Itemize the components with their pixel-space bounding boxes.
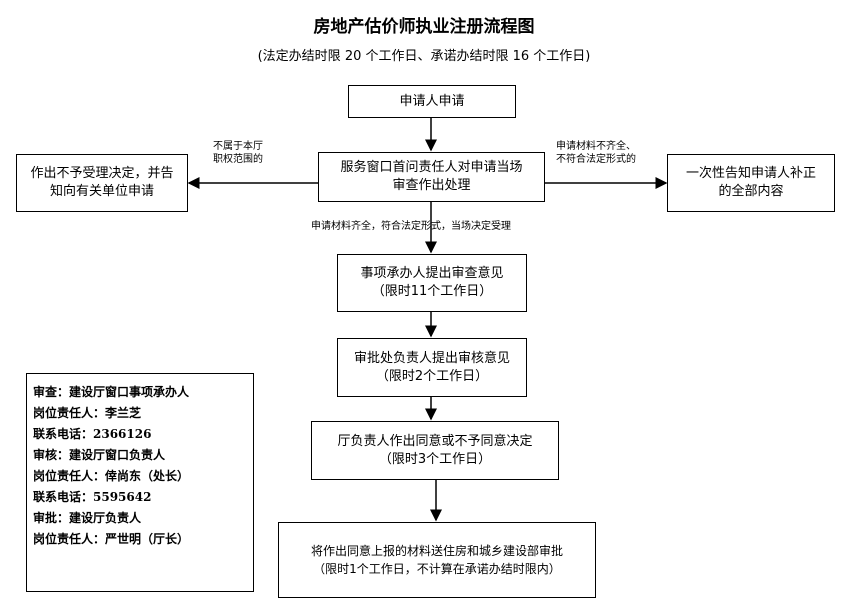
label-incomplete-line1: 申请材料不齐全、 [556, 141, 636, 152]
label-not-in-scope-line2: 职权范围的 [213, 154, 263, 165]
node-decide-line1: 厅负责人作出同意或不予同意决定 [337, 433, 533, 449]
node-window: 服务窗口首问责任人对申请当场 审查作出处理 [318, 152, 545, 202]
node-apply: 申请人申请 [348, 85, 516, 118]
node-audit-line1: 审批处负责人提出审核意见 [353, 350, 510, 366]
node-reject-line1: 作出不予受理决定，并告 [30, 166, 174, 181]
contact-line: 岗位责任人：李兰芝 [33, 406, 142, 420]
contact-line: 审核：建设厅窗口负责人 [33, 448, 166, 462]
node-review: 事项承办人提出审查意见 （限时11个工作日） [337, 254, 527, 312]
contact-line: 联系电话：5595642 [33, 490, 152, 504]
contact-line: 联系电话：2366126 [33, 427, 152, 441]
node-decide: 厅负责人作出同意或不予同意决定 （限时3个工作日） [311, 421, 559, 480]
label-accepted-text: 申请材料齐全，符合法定形式，当场决定受理 [311, 221, 511, 232]
label-not-in-scope-line1: 不属于本厅 [213, 141, 263, 152]
node-audit-line2: （限时2个工作日） [375, 368, 489, 384]
node-review-line1: 事项承办人提出审查意见 [360, 266, 504, 281]
page-subtitle: (法定办结时限 20 个工作日、承诺办结时限 16 个工作日) [257, 49, 591, 64]
contact-line: 岗位责任人：严世明（厅长） [33, 532, 190, 546]
label-incomplete: 申请材料不齐全、 不符合法定形式的 [556, 140, 636, 166]
contact-line: 审查：建设厅窗口事项承办人 [33, 385, 190, 399]
label-incomplete-line2: 不符合法定形式的 [556, 154, 636, 165]
contact-line: 岗位责任人：倖尚东（处长） [33, 469, 190, 483]
node-supplement-line2: 的全部内容 [718, 184, 784, 199]
node-audit: 审批处负责人提出审核意见 （限时2个工作日） [337, 338, 527, 397]
page-title: 房地产估价师执业注册流程图 [313, 17, 535, 37]
label-not-in-scope: 不属于本厅 职权范围的 [213, 140, 263, 166]
label-accepted: 申请材料齐全，符合法定形式，当场决定受理 [311, 220, 511, 233]
node-reject: 作出不予受理决定，并告 知向有关单位申请 [16, 154, 188, 212]
node-submit-line1: 将作出同意上报的材料送住房和城乡建设部审批 [310, 544, 563, 558]
contact-line: 审批：建设厅负责人 [33, 511, 142, 525]
node-supplement: 一次性告知申请人补正 的全部内容 [667, 154, 835, 212]
node-submit-line2: （限时1个工作日，不计算在承诺办结时限内） [313, 562, 561, 576]
node-reject-line2: 知向有关单位申请 [49, 184, 154, 199]
node-submit: 将作出同意上报的材料送住房和城乡建设部审批 （限时1个工作日，不计算在承诺办结时… [278, 522, 596, 598]
node-decide-line2: （限时3个工作日） [378, 451, 492, 467]
node-review-line2: （限时11个工作日） [371, 284, 493, 299]
node-apply-text: 申请人申请 [399, 93, 465, 109]
node-supplement-line1: 一次性告知申请人补正 [685, 166, 816, 181]
node-window-line1: 服务窗口首问责任人对申请当场 [340, 160, 523, 175]
contact-info-panel: 审查：建设厅窗口事项承办人 岗位责任人：李兰芝 联系电话：2366126 审核：… [26, 373, 254, 592]
node-window-line2: 审查作出处理 [392, 178, 471, 193]
